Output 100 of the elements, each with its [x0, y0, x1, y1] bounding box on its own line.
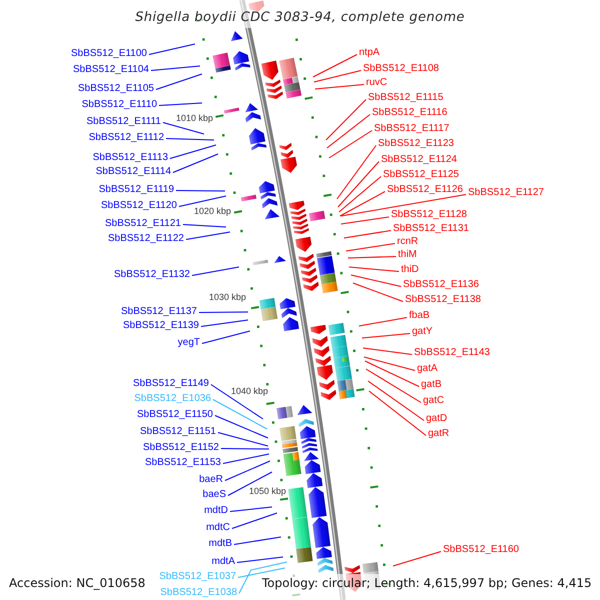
leader-line — [344, 230, 392, 238]
gene-label: gatR — [428, 428, 450, 438]
leader-line — [366, 368, 422, 403]
leader-line — [172, 154, 218, 173]
leader-line — [214, 415, 268, 438]
gene-label: SbBS512_E1125 — [383, 168, 459, 180]
gene-label: SbBS512_E1111 — [86, 116, 161, 126]
leader-line — [346, 243, 396, 252]
gene-label: baeS — [202, 488, 226, 500]
gene-label: SbBS512_E1105 — [78, 82, 154, 94]
leader-line — [170, 144, 216, 159]
leader-line — [358, 317, 408, 326]
leader-line — [148, 44, 196, 55]
accession-text: Accession: NC_010658 — [9, 576, 146, 590]
leader-line — [362, 348, 412, 355]
gene-label: ruvC — [366, 76, 388, 88]
gene-label: gatA — [417, 362, 438, 374]
leader-line — [348, 256, 396, 258]
gene-label: SbBS512_E1132 — [114, 268, 190, 280]
leader-line — [238, 568, 286, 578]
gene-label: SbBS512_E1127 — [468, 186, 544, 198]
leader-line — [348, 266, 400, 272]
gene-label: mdtC — [206, 522, 230, 532]
leader-line — [156, 74, 202, 90]
gene-label: SbBS512_E1137 — [121, 306, 197, 316]
leader-line — [352, 282, 404, 302]
gene-label: SbBS512_E1120 — [101, 200, 177, 210]
leader-line — [328, 130, 372, 158]
gene-label: SbBS512_E1112 — [88, 132, 164, 142]
gene-label: SbBS512_E1114 — [96, 166, 171, 176]
leader-line — [212, 399, 268, 430]
leader-line — [236, 556, 284, 563]
gene-label: SbBS512_E1121 — [105, 218, 181, 228]
gene-label: SbBS512_E1143 — [414, 346, 490, 358]
gene-label: SbBS512_E1115 — [368, 92, 444, 102]
leader-line — [314, 84, 364, 90]
leader-line — [338, 161, 380, 208]
gene-label: ntpA — [359, 46, 380, 58]
gene-label: SbBS512_E1119 — [98, 184, 174, 194]
gene-label: SbBS512_E1117 — [374, 122, 450, 134]
leader-line — [218, 432, 268, 446]
gene-label: SbBS512_E1122 — [108, 232, 184, 244]
gene-label: SbBS512_E1160 — [443, 544, 519, 554]
leader-line — [368, 390, 426, 436]
gene-label: SbBS512_E1038 — [160, 586, 237, 598]
leader-line — [176, 190, 226, 192]
gene-label: yegT — [178, 336, 200, 348]
scale-label: 1040 kbp — [230, 387, 268, 395]
gene-label: SbBS512_E1136 — [403, 278, 479, 290]
gene-label: mdtA — [212, 556, 235, 566]
leader-line — [392, 551, 442, 566]
gene-label: SbBS512_E1104 — [73, 64, 149, 74]
gene-label: SbBS512_E1131 — [393, 222, 469, 234]
leader-line — [350, 274, 402, 287]
leader-line — [198, 312, 248, 313]
gene-label: fbaB — [409, 310, 430, 320]
gene-label: rcnR — [397, 236, 418, 246]
leader-line — [200, 320, 248, 327]
gene-label: baeR — [199, 474, 223, 484]
gene-label: SbBS512_E1113 — [92, 152, 168, 162]
leader-line — [182, 224, 226, 228]
leader-line — [224, 460, 270, 481]
leader-line — [364, 360, 420, 387]
scale-label: 1050 kbp — [248, 487, 286, 495]
leader-line — [178, 196, 226, 207]
genome-summary-text: Topology: circular; Length: 4,615,997 bp; Genes: 4,415 — [262, 576, 592, 590]
leader-line — [186, 232, 230, 240]
leader-line — [228, 472, 272, 496]
gene-label: SbBS512_E1123 — [378, 138, 454, 148]
leader-line — [362, 333, 410, 338]
leader-line — [326, 114, 370, 148]
gene-label: mdtD — [204, 504, 228, 516]
leader-line — [340, 191, 386, 216]
leader-line — [230, 506, 272, 512]
gene-label: gatD — [426, 412, 448, 424]
leader-line — [232, 512, 278, 529]
gene-label: SbBS512_E1108 — [363, 62, 439, 74]
gene-label: thiD — [401, 264, 419, 274]
gene-label: SbBS512_E1151 — [140, 426, 216, 436]
leader-line — [340, 194, 466, 216]
gene-label: SbBS512_E1153 — [145, 456, 221, 468]
leader-line — [238, 562, 288, 594]
leader-line — [150, 66, 200, 71]
map-title: Shigella boydii CDC 3083-94, complete genome — [135, 10, 465, 26]
scale-label: 1020 kbp — [194, 207, 231, 215]
leader-line — [364, 356, 416, 371]
leader-line — [202, 330, 250, 344]
leader-line — [312, 54, 358, 78]
gene-label: SbBS512_E1124 — [381, 154, 457, 164]
gene-label: SbBS512_E1150 — [137, 408, 213, 420]
leader-line — [222, 454, 270, 464]
gene-label: SbBS512_E1100 — [71, 48, 147, 58]
gene-label: SbBS512_E1149 — [133, 378, 209, 388]
leader-line — [336, 145, 376, 200]
leader-line — [338, 176, 382, 212]
leader-line — [192, 266, 240, 276]
gene-label: SbBS512_E1116 — [372, 106, 448, 118]
leader-line — [162, 122, 204, 134]
scale-label: 1010 kbp — [176, 114, 213, 122]
gene-label: SbBS512_E1128 — [391, 209, 467, 220]
